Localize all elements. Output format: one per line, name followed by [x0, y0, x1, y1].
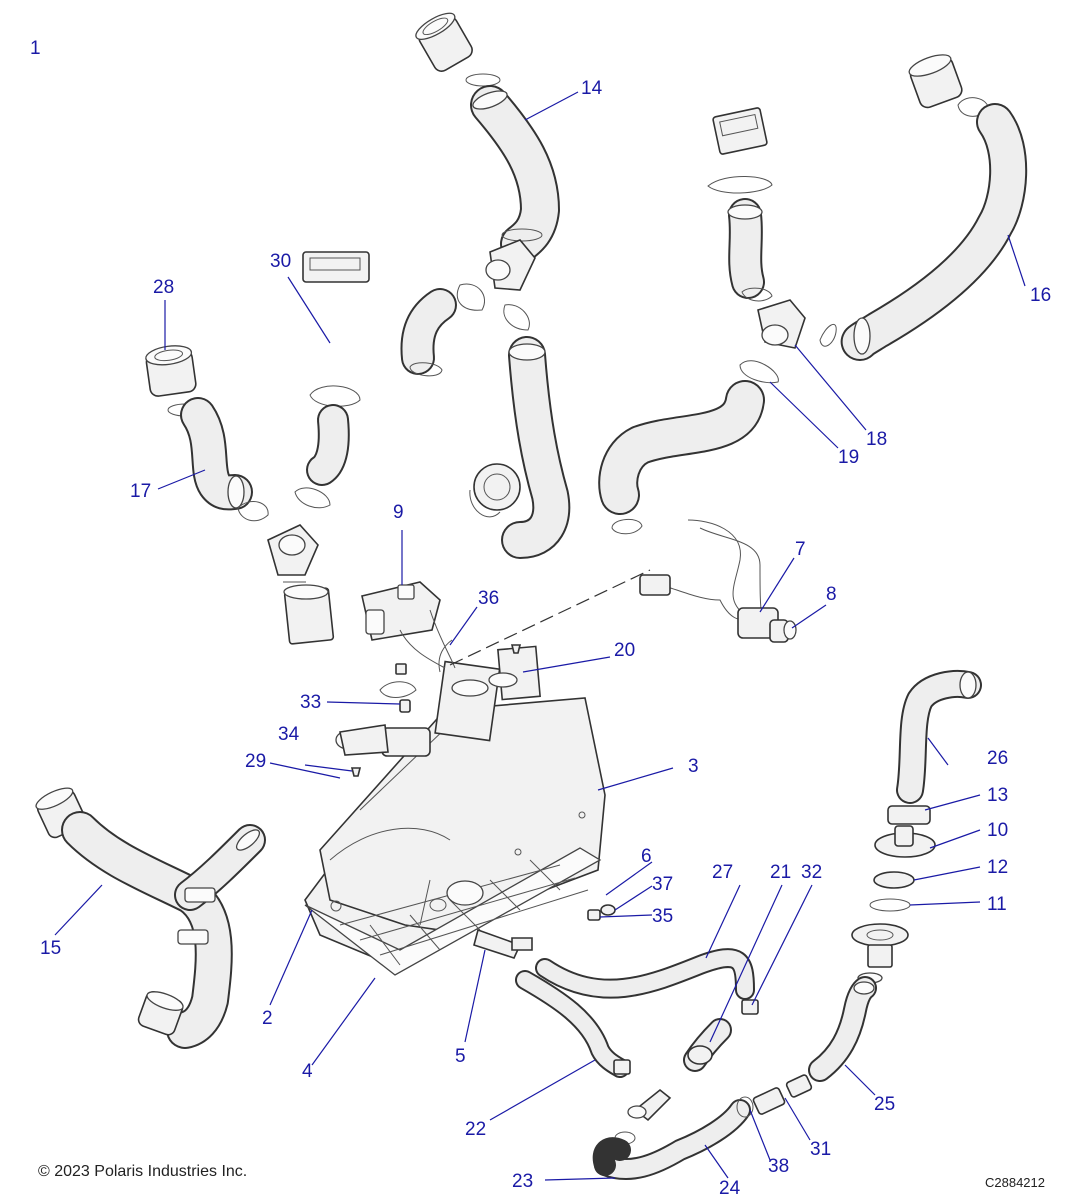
page-label: 1	[30, 38, 41, 59]
callout-labels: 2 3 4 5 6 7 8 9 10 11 12 13 14 15 16 17 …	[40, 78, 1051, 1199]
callout-29: 29	[245, 751, 266, 772]
part-duct-center-right	[598, 380, 765, 535]
part-17-duct-assembly	[145, 251, 370, 645]
callout-19: 19	[838, 447, 859, 468]
part-14-duct-assembly	[400, 12, 571, 559]
callout-33: 33	[300, 692, 321, 713]
callout-10: 10	[987, 820, 1008, 841]
callout-23: 23	[512, 1171, 533, 1192]
callout-37: 37	[652, 874, 673, 895]
callout-3: 3	[688, 756, 699, 777]
callout-8: 8	[826, 584, 837, 605]
callout-9: 9	[393, 502, 404, 523]
callout-18: 18	[866, 429, 887, 450]
part-bottom-hoses	[515, 948, 877, 1180]
callout-16: 16	[1030, 285, 1051, 306]
callout-7: 7	[795, 539, 806, 560]
part-9-valve-bracket	[361, 581, 456, 673]
callout-38: 38	[768, 1156, 789, 1177]
alignment-dashed-line	[449, 569, 651, 666]
callout-6: 6	[641, 846, 652, 867]
callout-34: 34	[278, 724, 300, 745]
callout-13: 13	[987, 785, 1008, 806]
callout-21: 21	[770, 862, 791, 883]
part-16-duct-assembly	[707, 54, 1028, 384]
callout-26: 26	[987, 748, 1008, 769]
callout-5: 5	[455, 1046, 466, 1067]
part-3-heater-housing	[304, 645, 606, 976]
callout-4: 4	[302, 1061, 313, 1082]
callout-31: 31	[810, 1139, 831, 1160]
callout-24: 24	[719, 1178, 741, 1199]
callout-32: 32	[801, 862, 822, 883]
part-7-wiring-harness	[639, 519, 797, 643]
callout-36: 36	[478, 588, 499, 609]
callout-25: 25	[874, 1094, 895, 1115]
drawing-number: C2884212	[985, 1175, 1045, 1190]
callout-14: 14	[581, 78, 603, 99]
callout-12: 12	[987, 857, 1008, 878]
callout-27: 27	[712, 862, 733, 883]
copyright-text: © 2023 Polaris Industries Inc.	[38, 1163, 248, 1180]
callout-15: 15	[40, 938, 61, 959]
callout-20: 20	[614, 640, 635, 661]
part-small-hardware	[350, 644, 616, 959]
callout-28: 28	[153, 277, 174, 298]
callout-30: 30	[270, 251, 291, 272]
leader-lines	[54, 91, 1026, 1181]
callout-11: 11	[987, 894, 1007, 915]
callout-17: 17	[130, 481, 151, 502]
part-15-duct	[35, 787, 266, 1049]
callout-22: 22	[465, 1119, 486, 1140]
callout-2: 2	[262, 1008, 273, 1029]
callout-35: 35	[652, 906, 673, 927]
part-26-hose-stack	[851, 669, 982, 984]
